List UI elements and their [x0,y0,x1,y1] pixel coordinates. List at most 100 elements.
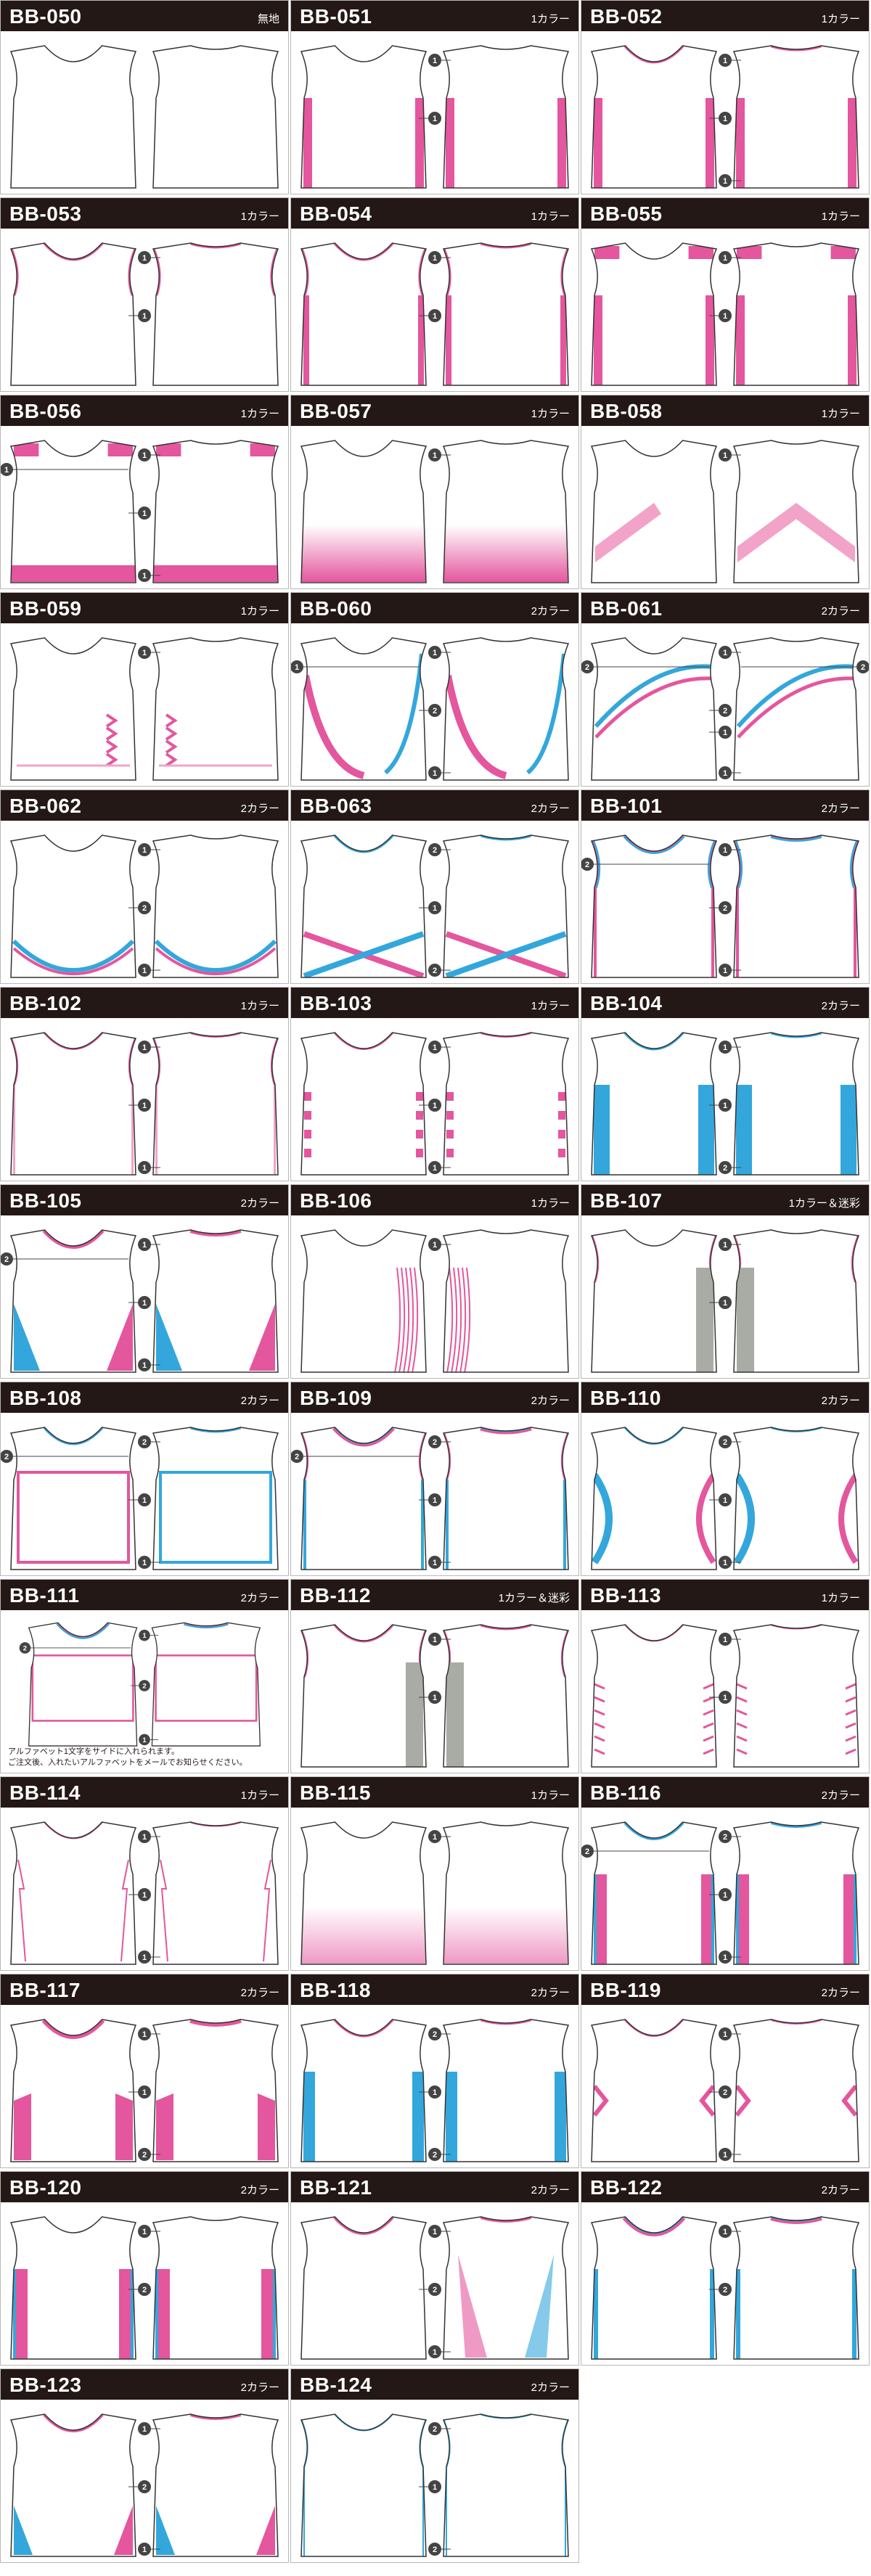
jersey-front [590,1427,718,1570]
jersey-back [442,1821,570,1965]
marker-label: 1 [433,1636,437,1644]
zebra-right [845,1683,856,1690]
arc-pink [737,676,855,739]
side-band-right [261,2269,276,2359]
color-marker: 1 [719,766,741,779]
jersey-body [153,2019,278,2162]
side-band-left [594,1874,607,1964]
jersey-illustration: 1 [300,440,570,583]
color-count-tag: 1カラー＆迷彩 [788,1197,860,1210]
product-code: BB-115 [300,1781,371,1804]
color-marker: 2 [128,2480,151,2493]
jersey-outline [442,242,570,386]
marker-label: 2 [142,2483,147,2492]
stripe-left [304,1111,311,1120]
jersey-illustration: 112 [9,2019,279,2162]
product-code: BB-103 [300,992,372,1014]
chevron [105,713,118,728]
jersey-pattern [444,1906,568,1964]
jersey-front [590,834,718,978]
color-marker: 1 [428,54,451,67]
product-code: BB-108 [9,1387,82,1409]
jersey-pattern [302,1906,425,1964]
color-marker: 1 [139,1629,159,1641]
product-code: BB-102 [9,992,82,1014]
jersey-pattern [737,503,855,562]
color-marker: 1 [719,843,741,856]
stripe-right [416,1111,423,1120]
jersey-back [152,242,279,386]
jersey-pattern [393,1267,419,1372]
jersey-outline [9,440,137,583]
side-line-left [13,2269,16,2359]
color-marker: 2 [709,2283,732,2296]
side-band-right [852,2269,856,2359]
color-count-tag: 2カラー [821,2184,860,2196]
color-count-tag: 2カラー [531,803,570,815]
jersey-illustration: 111 [590,45,860,189]
side-line-right [421,1480,424,1570]
side-line-left [736,1874,739,1964]
stripe-right [558,1092,565,1101]
color-marker: 1 [709,1493,732,1506]
jersey-body [301,1033,426,1175]
color-marker: 1 [419,2085,441,2099]
marker-label: 1 [142,1496,147,1505]
color-count-tag: 2カラー [821,605,860,618]
marker-label: 1 [142,1102,147,1110]
marker-label: 1 [142,1164,147,1173]
color-marker: 2 [419,2283,441,2296]
jersey-outline [9,1032,137,1176]
jersey-outline [300,1427,428,1570]
marker-label: 1 [723,254,727,263]
jersey-front [9,440,137,583]
jersey-outline [300,1624,428,1768]
hem-band [154,565,277,582]
jersey-illustration: 11 [590,242,860,386]
jersey-pattern [303,98,424,188]
jersey-outline [732,1229,860,1373]
side-band-left [303,295,309,385]
product-code: BB-111 [9,1584,80,1607]
curve-pink [155,947,277,975]
